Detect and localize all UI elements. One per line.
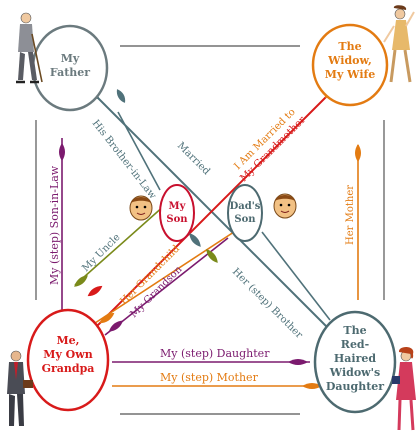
line-widow-to-grandpa [94, 87, 336, 329]
leaf-brother-in-law [116, 89, 126, 103]
label-step-son-in-law: My (step) Son-in-Law [48, 165, 61, 285]
widow-line2: Widow, [327, 54, 372, 67]
my-son-line2: Son [166, 214, 188, 225]
leaf-grandson [108, 320, 124, 332]
baby-face-icon [273, 193, 297, 219]
line-brother-in-law [117, 111, 161, 191]
label-her-mother: Her Mother [345, 185, 356, 245]
my-son-line1: My [169, 201, 187, 212]
grandpa-line2: My Own [43, 348, 92, 361]
widow-line1: The [338, 40, 361, 53]
daughter-label: The Red- Haired Widow's Daughter [326, 324, 384, 393]
line-my-uncle [74, 204, 166, 286]
leaf-grandchild-low [87, 285, 103, 297]
label-her-step-brother: Her (step) Brother [230, 266, 305, 341]
leaf-her-mother [355, 144, 361, 162]
woman-walking-icon [383, 5, 415, 83]
daughter-node [313, 310, 397, 414]
daughter-line2: Red- [341, 338, 369, 351]
daughter-line3: Haired [334, 352, 376, 365]
man-briefcase-icon [7, 350, 33, 426]
my-son-label: My Son [166, 201, 188, 225]
dads-son-line1: Dad's [230, 201, 261, 212]
line-her-grandchild [91, 227, 241, 326]
leaf-grandchild [99, 312, 115, 324]
dads-son-node [227, 184, 263, 242]
father-line2: Father [50, 66, 90, 79]
label-step-daughter: My (step) Daughter [160, 347, 270, 360]
father-line1: My [61, 52, 80, 65]
leaf-son-in-law [59, 143, 65, 161]
leaf-uncle [74, 275, 88, 287]
grandpa-line3: Grandpa [42, 362, 95, 375]
my-son-node [159, 184, 195, 242]
grandpa-node [26, 308, 110, 412]
grandpa-line1: Me, [56, 334, 79, 347]
leaf-step-daughter [288, 359, 308, 365]
dads-son-label: Dad's Son [230, 201, 261, 225]
dads-son-line2: Son [234, 214, 256, 225]
label-step-mother: My (step) Mother [160, 371, 259, 384]
daughter-line4: Widow's [329, 366, 380, 379]
widow-line3: My Wife [325, 68, 375, 81]
widow-node [311, 23, 389, 107]
widow-label: The Widow, My Wife [325, 40, 375, 81]
leaf-step-mother [302, 383, 322, 389]
daughter-line5: Daughter [326, 380, 384, 393]
old-man-icon [16, 12, 43, 84]
father-label: My Father [50, 52, 90, 79]
grandpa-label: Me, My Own Grandpa [42, 334, 95, 375]
line-father-to-daughter [89, 89, 331, 331]
label-his-brother-in-law: His Brother-in-Law [90, 118, 159, 202]
daughter-line1: The [343, 324, 366, 337]
line-her-step-brother [261, 231, 331, 321]
label-married: Married [175, 140, 212, 177]
leaf-step-brother-a [189, 233, 201, 247]
leaf-step-brother-b [206, 249, 218, 263]
woman-red-dress-icon [392, 346, 416, 431]
baby-face-icon [129, 195, 153, 221]
label-my-uncle: My Uncle [80, 232, 122, 274]
